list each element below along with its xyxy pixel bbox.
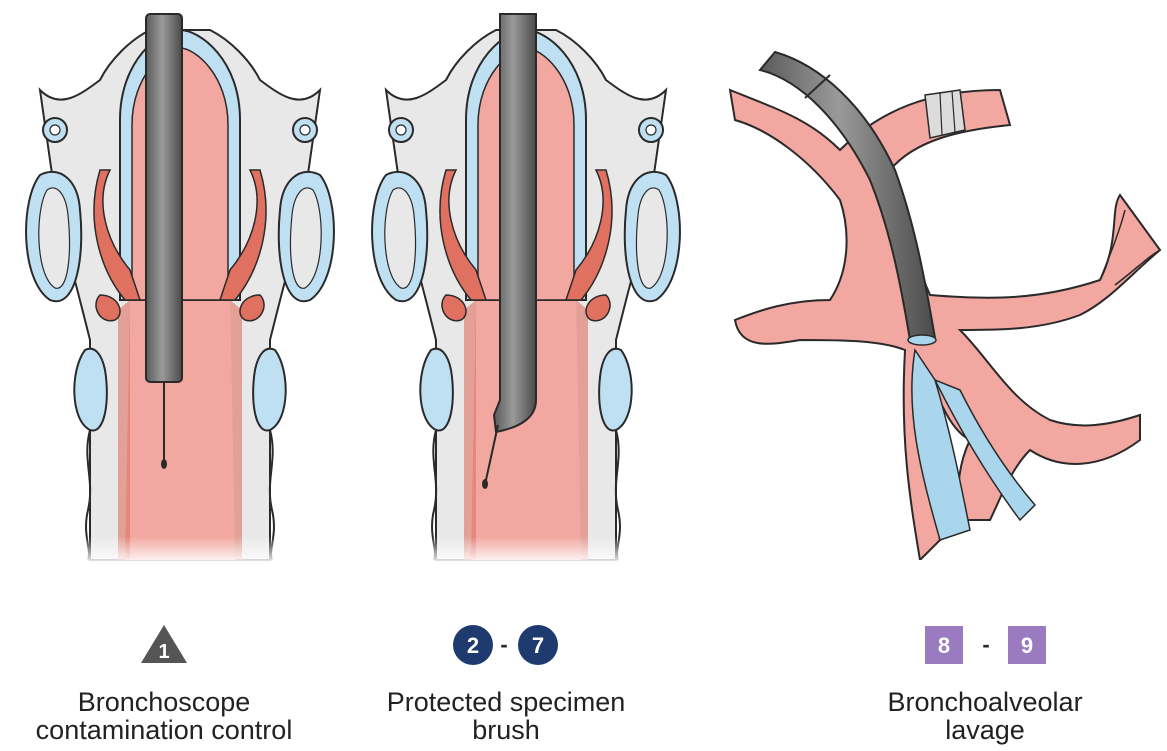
- airway-panel-2: [372, 14, 680, 565]
- caption-line: lavage: [835, 716, 1135, 744]
- svg-text:1: 1: [158, 641, 169, 663]
- badge-circles-2-7: 2 - 7: [453, 625, 558, 665]
- svg-text:7: 7: [532, 633, 544, 658]
- protected-brush-scope: [494, 14, 536, 432]
- caption-bronchoalveolar-lavage: Bronchoalveolar lavage: [835, 688, 1135, 744]
- caption-line: Bronchoscope: [4, 688, 324, 716]
- svg-text:8: 8: [938, 633, 950, 658]
- svg-text:-: -: [982, 632, 989, 657]
- caption-line: Bronchoalveolar: [835, 688, 1135, 716]
- svg-text:9: 9: [1021, 633, 1033, 658]
- svg-text:2: 2: [467, 633, 479, 658]
- svg-text:-: -: [500, 632, 507, 657]
- caption-bronchoscope-contamination-control: Bronchoscope contamination control: [4, 688, 324, 744]
- badge-squares-8-9: 8 - 9: [925, 626, 1046, 664]
- caption-line: brush: [356, 716, 656, 744]
- caption-line: contamination control: [4, 716, 324, 744]
- badge-triangle-1: 1: [141, 625, 187, 663]
- caption-protected-specimen-brush: Protected specimen brush: [356, 688, 656, 744]
- airway-panel-1: [26, 14, 334, 565]
- caption-line: Protected specimen: [356, 688, 656, 716]
- bronchoscope: [146, 14, 182, 382]
- bronchial-tree-panel: [730, 52, 1167, 580]
